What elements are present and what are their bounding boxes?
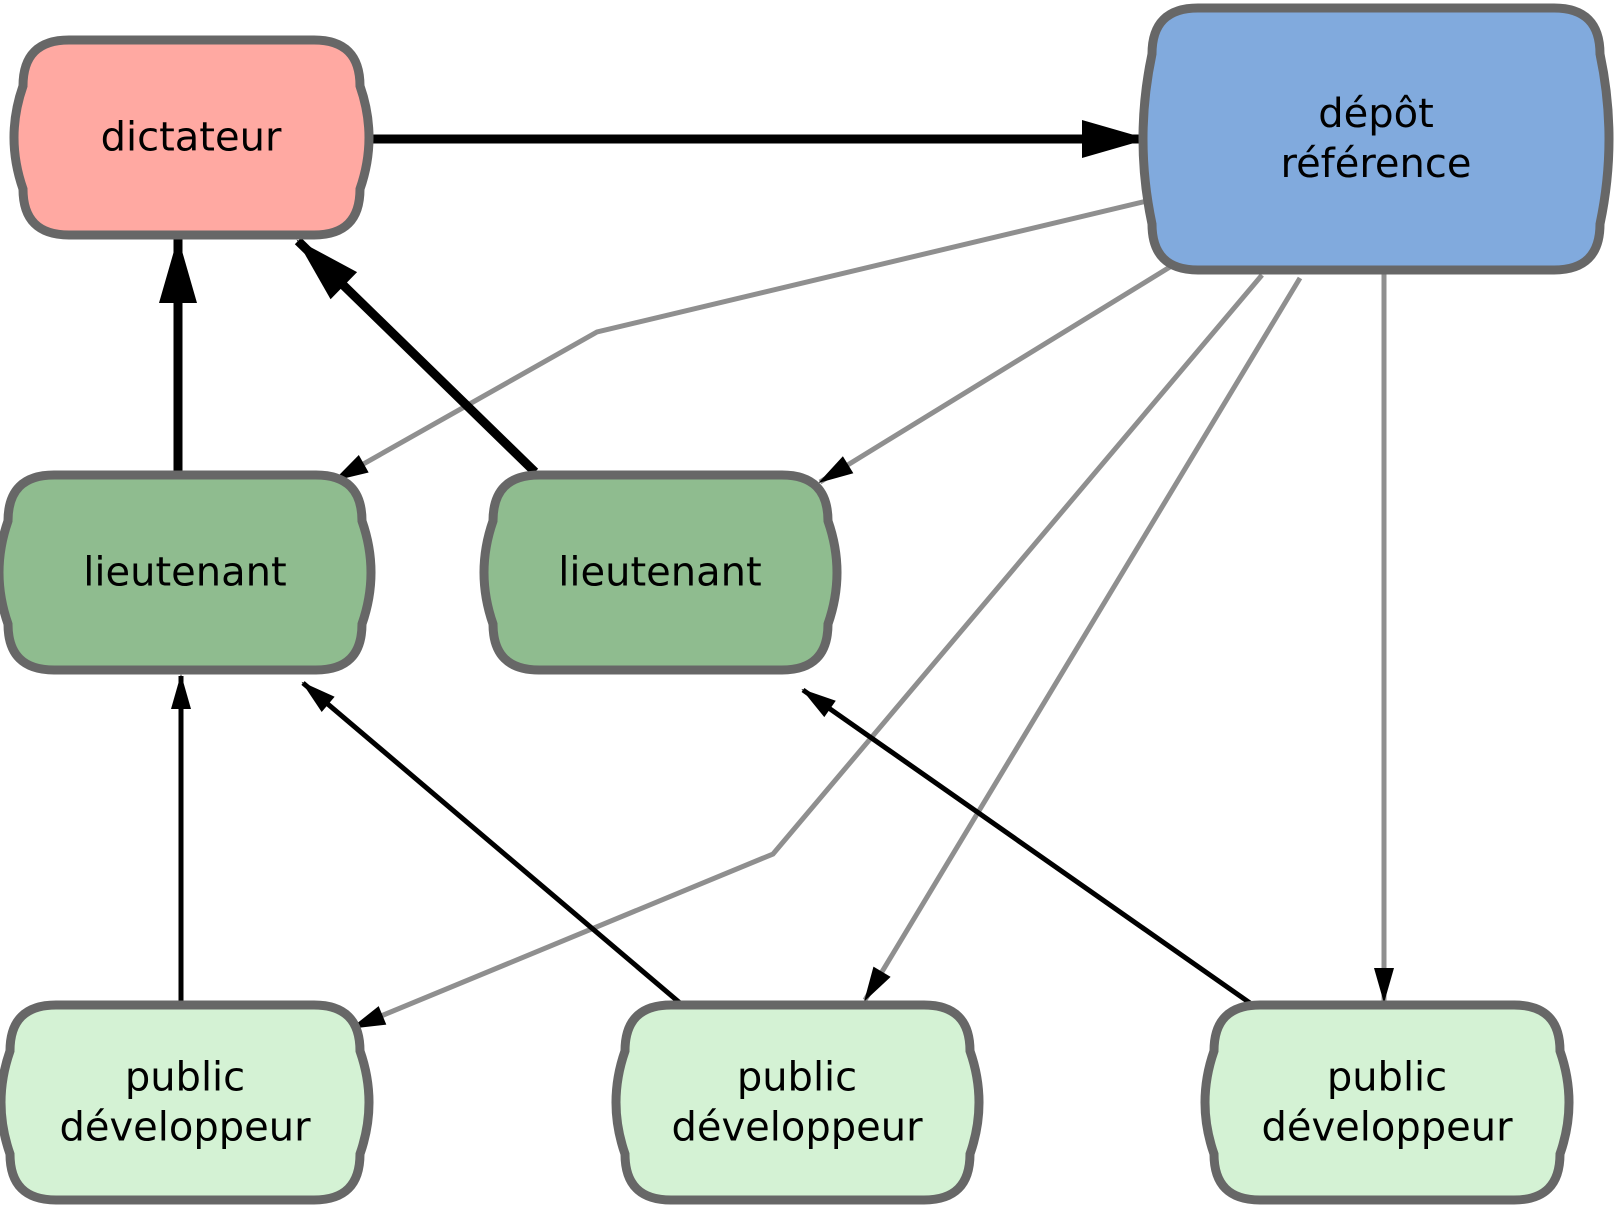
node-developer-left: public développeur [0,1000,374,1205]
node-developer-right-label-line2: développeur [1261,1105,1513,1151]
node-reference-shape [1138,3,1614,275]
edge-line [818,259,1180,485]
node-developer-left-label-line2: développeur [59,1105,311,1151]
node-lieutenant-left: lieutenant [0,470,376,675]
edge-line [801,687,1252,1006]
node-developer-center: public développeur [611,1000,984,1205]
node-lieutenant-center-shape [479,470,842,675]
node-developer-center-shape [611,1000,984,1205]
node-dictator-label: dictateur [101,115,282,161]
edge-reference-to-developer-center [862,276,1303,1002]
node-lieutenant-center-label: lieutenant [558,550,761,596]
node-developer-center-label-line1: public [737,1055,857,1101]
edge-developer-right-to-lieutenant-center [801,687,1252,1006]
node-reference-label-line1: dépôt [1318,91,1434,137]
node-reference-repository: dépôt référence [1138,3,1614,275]
node-dictator-shape [9,35,374,240]
edge-line [301,681,682,1005]
node-developer-right-label-line1: public [1327,1055,1447,1101]
edge-reference-to-lieutenant-center [818,259,1180,485]
edge-lieutenant-center-to-dictator [294,237,539,476]
node-reference-label-line2: référence [1281,141,1472,187]
edge-reference-to-lieutenant-left [333,197,1152,483]
edge-line [294,237,539,476]
node-developer-left-shape [0,1000,374,1205]
edge-line [862,276,1303,1002]
node-lieutenant-center: lieutenant [479,470,842,675]
node-lieutenant-left-label: lieutenant [83,550,286,596]
node-developer-center-label-line2: développeur [671,1105,923,1151]
node-lieutenant-left-shape [0,470,376,675]
edge-line [333,197,1152,483]
edge-line [350,273,1264,1031]
node-dictator: dictateur [9,35,374,240]
node-developer-right-shape [1200,1000,1574,1205]
edge-developer-center-to-lieutenant-left [301,681,682,1005]
node-developer-right: public développeur [1200,1000,1574,1205]
node-developer-left-label-line1: public [125,1055,245,1101]
edge-reference-to-developer-left [350,273,1264,1031]
